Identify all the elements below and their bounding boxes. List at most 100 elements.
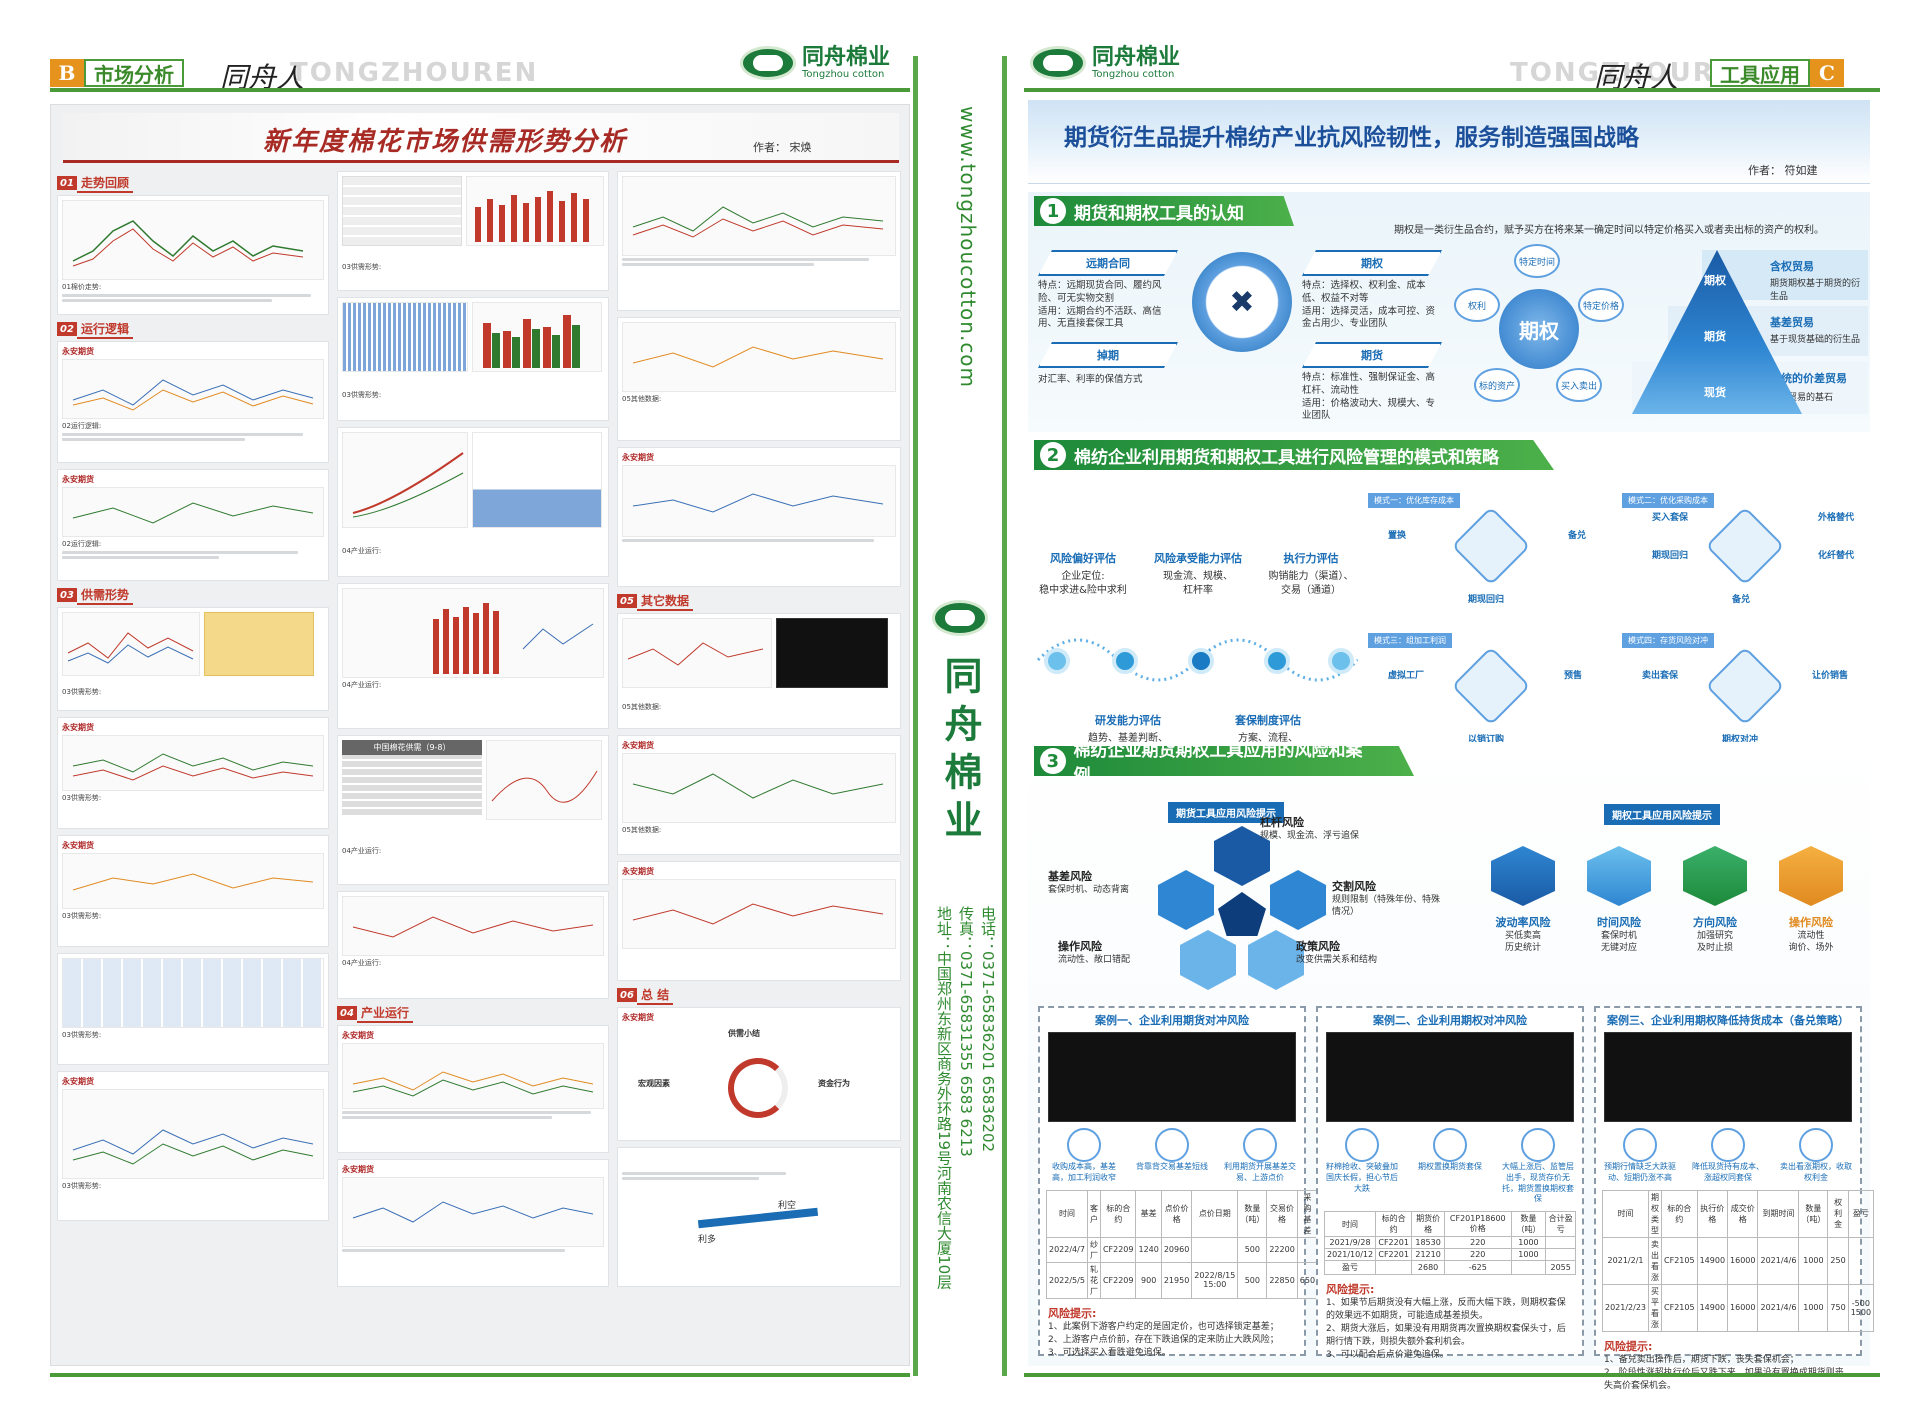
case-3-tip-title: 风险提示: [1604,1339,1653,1353]
right_page-s3-cases-2-rows-0-2: CF2105 [1661,1236,1698,1285]
right_page-s2-modes-2-items-2: 以销订购 [1468,735,1505,745]
slide-card: 03供需形势: [337,171,609,291]
right_page-s2-modes-2-items-0: 虚拟工厂 [1388,671,1425,681]
left-section-title: 市场分析 [84,59,184,87]
right_page-s2-modes-3-items-0: 卖出套保 [1642,671,1679,681]
summary-ring-icon [728,1058,788,1118]
left_page-slide_brand: 永安期货 [622,453,654,462]
tools-icon: ✖ [1229,284,1255,320]
right_page-s3-cases-0-icons-2: 利用期货开展基差交易、上游点价 [1224,1162,1296,1182]
spine-address: 地址：中国郑州东新区商务外环路19号河南农信大厦10层 [935,906,953,1290]
right_page-s1-pyramid-0-t2: 期货期权基于期货的衍生品 [1770,279,1861,302]
fut-risk: 杠杆风险规模、现金流、浮亏追保 [1260,814,1359,842]
case-1: 案例一、企业利用期货对冲风险 收购成本高，基差高，加工利润收窄 背靠背交易基差短… [1038,1006,1339,1358]
slide-card: 永安期货 03供需形势: [57,717,329,829]
case-1-chart [1048,1032,1296,1122]
spine-phone: 电话：0371-65836201 65836202 [979,906,997,1153]
left_page-slide_brand: 永安期货 [622,867,654,876]
leverage-risk-icon [1214,826,1270,886]
mode-title: 模式三：组加工利润 [1368,633,1452,648]
case-icon [1433,1128,1467,1162]
right_page-s2-evals-2-name: 执行力评估 [1283,552,1339,565]
eval-flow: 风险偏好评估企业定位: 稳中求进&险中求利 风险承受能力评估现金流、规模、 杠杆… [1028,480,1358,810]
slide-card: 永安期货 02运行逻辑: [57,341,329,463]
eye-icon [1328,648,1354,674]
slide-card: 中国棉花供需（9-8） 04产业运行: [337,735,609,885]
right_page-s3-cases-0-rows-0-1: 纱厂 [1086,1236,1101,1263]
right_page-s3-cases-0-rows-1-7: 22850 [1266,1261,1298,1299]
slide-card: 01棉价走势: [57,195,329,315]
slide-card: 永安期货 [617,447,901,587]
right_page-s3-title: 棉纺企业期货期权工具应用的风险和案例 [1073,741,1363,786]
right_page-s3-cases-2-headers-4: 成交价格 [1727,1189,1759,1238]
gear-icon [1112,648,1138,674]
left_page-modules-4-num: 05 [617,594,637,608]
right-section-label: 工具应用 C [1710,59,1844,87]
mode-hub-icon [1705,506,1785,586]
right_page-s3-cases-0-rows-0-5 [1191,1236,1239,1263]
right_page-s1-pyramid-1-t2: 基于现货基础的衍生品 [1770,335,1861,345]
left_page-modules-4-title: 其它数据 [637,592,694,611]
left_page-captions-c16: 05其他数据: [622,703,662,712]
left-brand-ghost: TONGZHOUREN [290,58,539,88]
right-logo: 同舟棉业 Tongzhou cotton [1030,46,1180,80]
right_page-s3-cases-2-rows-1-7: 750 [1827,1283,1849,1332]
right_page-s3-cases-1-icons-0: 籽棉抢收、突破叠加国庆长假，担心节后大跌 [1326,1162,1398,1193]
right-logo-name: 同舟棉业 [1092,44,1181,70]
right_page-s3-fut_risks-3-name: 操作风险 [1058,940,1102,953]
right_page-s3-cases-0-rows-0-6: 500 [1237,1236,1268,1263]
right_page-s1-num: 1 [1040,198,1066,224]
ring-item: 特定时间 [1514,244,1560,278]
eval-item: 执行力评估购销能力（渠道）、 交易（通道） [1256,550,1366,597]
right_page-s3-cases-1-rows-2-5: 2055 [1545,1260,1576,1276]
right_page-s3-cases-0-tips-2: 3、可选择买入看跌避免追保。 [1048,1347,1171,1358]
right_page-s3-cases-0-headers-5: 点价日期 [1191,1189,1239,1238]
trade-pyramid: 含权贸易 期货期权基于期货的衍生品 基差贸易 基于现货基础的衍生品 传统的价差贸… [1628,250,1868,422]
right_page-s3-cases-1-rows-0-4: 1000 [1510,1236,1547,1250]
right_page-s3-cases-0-rows-1-3: 900 [1135,1261,1162,1299]
case-icon [1711,1128,1745,1162]
slide-card: 永安期货 [617,861,901,981]
left_page-modules-3-title: 产业运行 [357,1004,414,1023]
right_page-s3-cases-2-headers-0: 时间 [1601,1189,1650,1238]
right-article-author: 作者： 符如建 [1748,164,1818,177]
case-icon [1623,1128,1657,1162]
right_page-s2-evals-4-name: 套保制度评估 [1235,714,1301,727]
right_page-s2-modes-1-items-0: 买入套保 [1652,513,1689,523]
supply-table-title: 中国棉花供需（9-8） [342,740,482,755]
right_page-s3-cases-1-title: 案例二、企业利用期权对冲风险 [1373,1014,1527,1027]
futures-risk-flower [1118,826,1378,996]
forward-contract-label: 远期合同 [1038,250,1178,276]
right_page-s3-cases-2-headers-3: 执行价格 [1696,1189,1729,1238]
right_page-s3-opt_risks-2-name: 方向风险 [1693,916,1737,929]
left_page-captions-c12: 04产业运行: [342,681,382,689]
left_page-captions-c15: 05其他数据: [622,395,662,403]
right_page-s3-cases-2-rows-0-7: 250 [1827,1236,1849,1285]
left_page-captions-c7: 03供需形势: [62,1031,102,1039]
right_page-s3-cases-2-title: 案例三、企业利用期权降低持货成本（备兑策略） [1607,1014,1849,1027]
left_page-slide_brand: 永安期货 [342,1031,374,1040]
right_page-s3-cases-1-rows-1-3: 220 [1444,1248,1512,1262]
line-chart-thumb [62,200,324,280]
fut-risk: 政策风险改变供需关系和结构 [1296,938,1377,966]
right_page-s3-cases-2-headers-1: 期权类型 [1648,1189,1663,1238]
left_page-slide_brand: 永安期货 [62,841,94,850]
right_page-s3-fut_risks-4-desc: 改变供需关系和结构 [1296,955,1378,965]
right_page-s1-pyramid-0-t1: 含权贸易 [1770,260,1814,273]
case-icon [1243,1128,1277,1162]
option-ring-center: 期权 [1499,289,1579,369]
slide-card: 永安期货 05其他数据: [617,735,901,855]
case-2: 案例二、企业利用期权对冲风险 籽棉抢收、突破叠加国庆长假，担心节后大跌 期权置换… [1316,1006,1584,1360]
mode-2: 模式二：优化采购成本 买入套保 外格替代 化纤替代 期现回归 备兑 [1622,488,1870,618]
slide-card: 永安期货 [337,1159,609,1287]
right_page-s3-opt_risks-3-name: 操作风险 [1789,916,1833,929]
right_page-s3-cases-2-rows-1-2: CF2105 [1661,1283,1698,1332]
right_page-s1-pyramid-2-t2: 传统贸易的基石 [1770,393,1834,403]
right_page-s3-cases-1-tips-1: 2、期货大涨后，如果没有用期货再次置换期权套保头寸，后期行情下跌，则损失额外套利… [1326,1324,1566,1348]
spine-fax: 传真：0371-65831355 6583 6213 [957,906,975,1157]
price-label: 利空 [778,1201,797,1211]
right_page-s3-cases-2-tips-1: 2、阶段性涨超执行价后又跌下来，如果没有置换成期货则丧失高价套保机会。 [1604,1368,1844,1391]
right_page-s3-cases-2-headers-8: 盈亏 [1847,1189,1875,1238]
